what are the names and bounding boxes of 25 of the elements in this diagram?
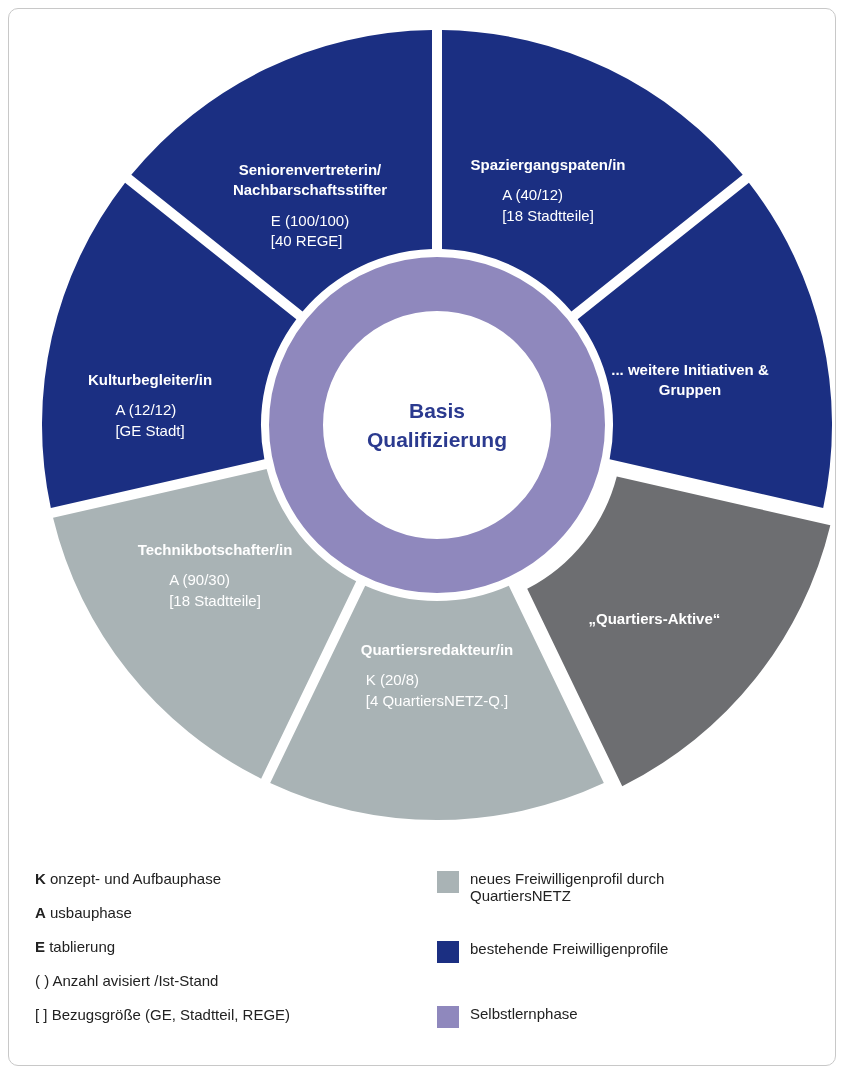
key-note: A usbauphase (35, 904, 132, 921)
legend-text: neues Freiwilligenprofil durch QuartiersNETZ (470, 870, 666, 904)
segment-title: ... weitere Initiativen & Gruppen (610, 359, 770, 400)
segment-title: Seniorenvertreterin/ Nachbarschaftsstifter (231, 159, 389, 200)
key-note: [ ] Bezugsgröße (GE, Stadtteil, REGE) (35, 1006, 291, 1023)
reference-text: [4 QuartiersNETZ-Q.] (365, 690, 509, 711)
reference-text: [18 Stadtteile] (502, 205, 594, 226)
segment-title: Quartiersredakteur/in (360, 639, 514, 660)
legend-text: bestehende Freiwilligenprofile (470, 940, 670, 957)
count-text: A (12/12) (115, 399, 178, 420)
count-text: E (100/100) (270, 210, 350, 231)
key-note: K onzept- und Aufbauphase (35, 870, 221, 887)
count-text: A (90/30) (169, 569, 231, 590)
count-text: A (40/12) (502, 184, 564, 205)
segment-title: Technikbotschafter/in (137, 539, 293, 560)
legend-text: Selbstlernphase (470, 1005, 579, 1022)
key-note: E tablierung (35, 938, 116, 955)
segment-title: Kulturbegleiter/in (87, 369, 213, 390)
reference-text: [40 REGE] (270, 230, 344, 251)
segment-title: „Quartiers-Aktive“ (588, 609, 721, 630)
key-note: ( ) Anzahl avisiert /Ist-Stand (35, 972, 219, 989)
reference-text: [18 Stadtteile] (169, 590, 261, 611)
count-text: K (20/8) (365, 669, 421, 690)
segment-title: Spaziergangspaten/in (470, 154, 626, 175)
reference-text: [GE Stadt] (115, 420, 185, 441)
